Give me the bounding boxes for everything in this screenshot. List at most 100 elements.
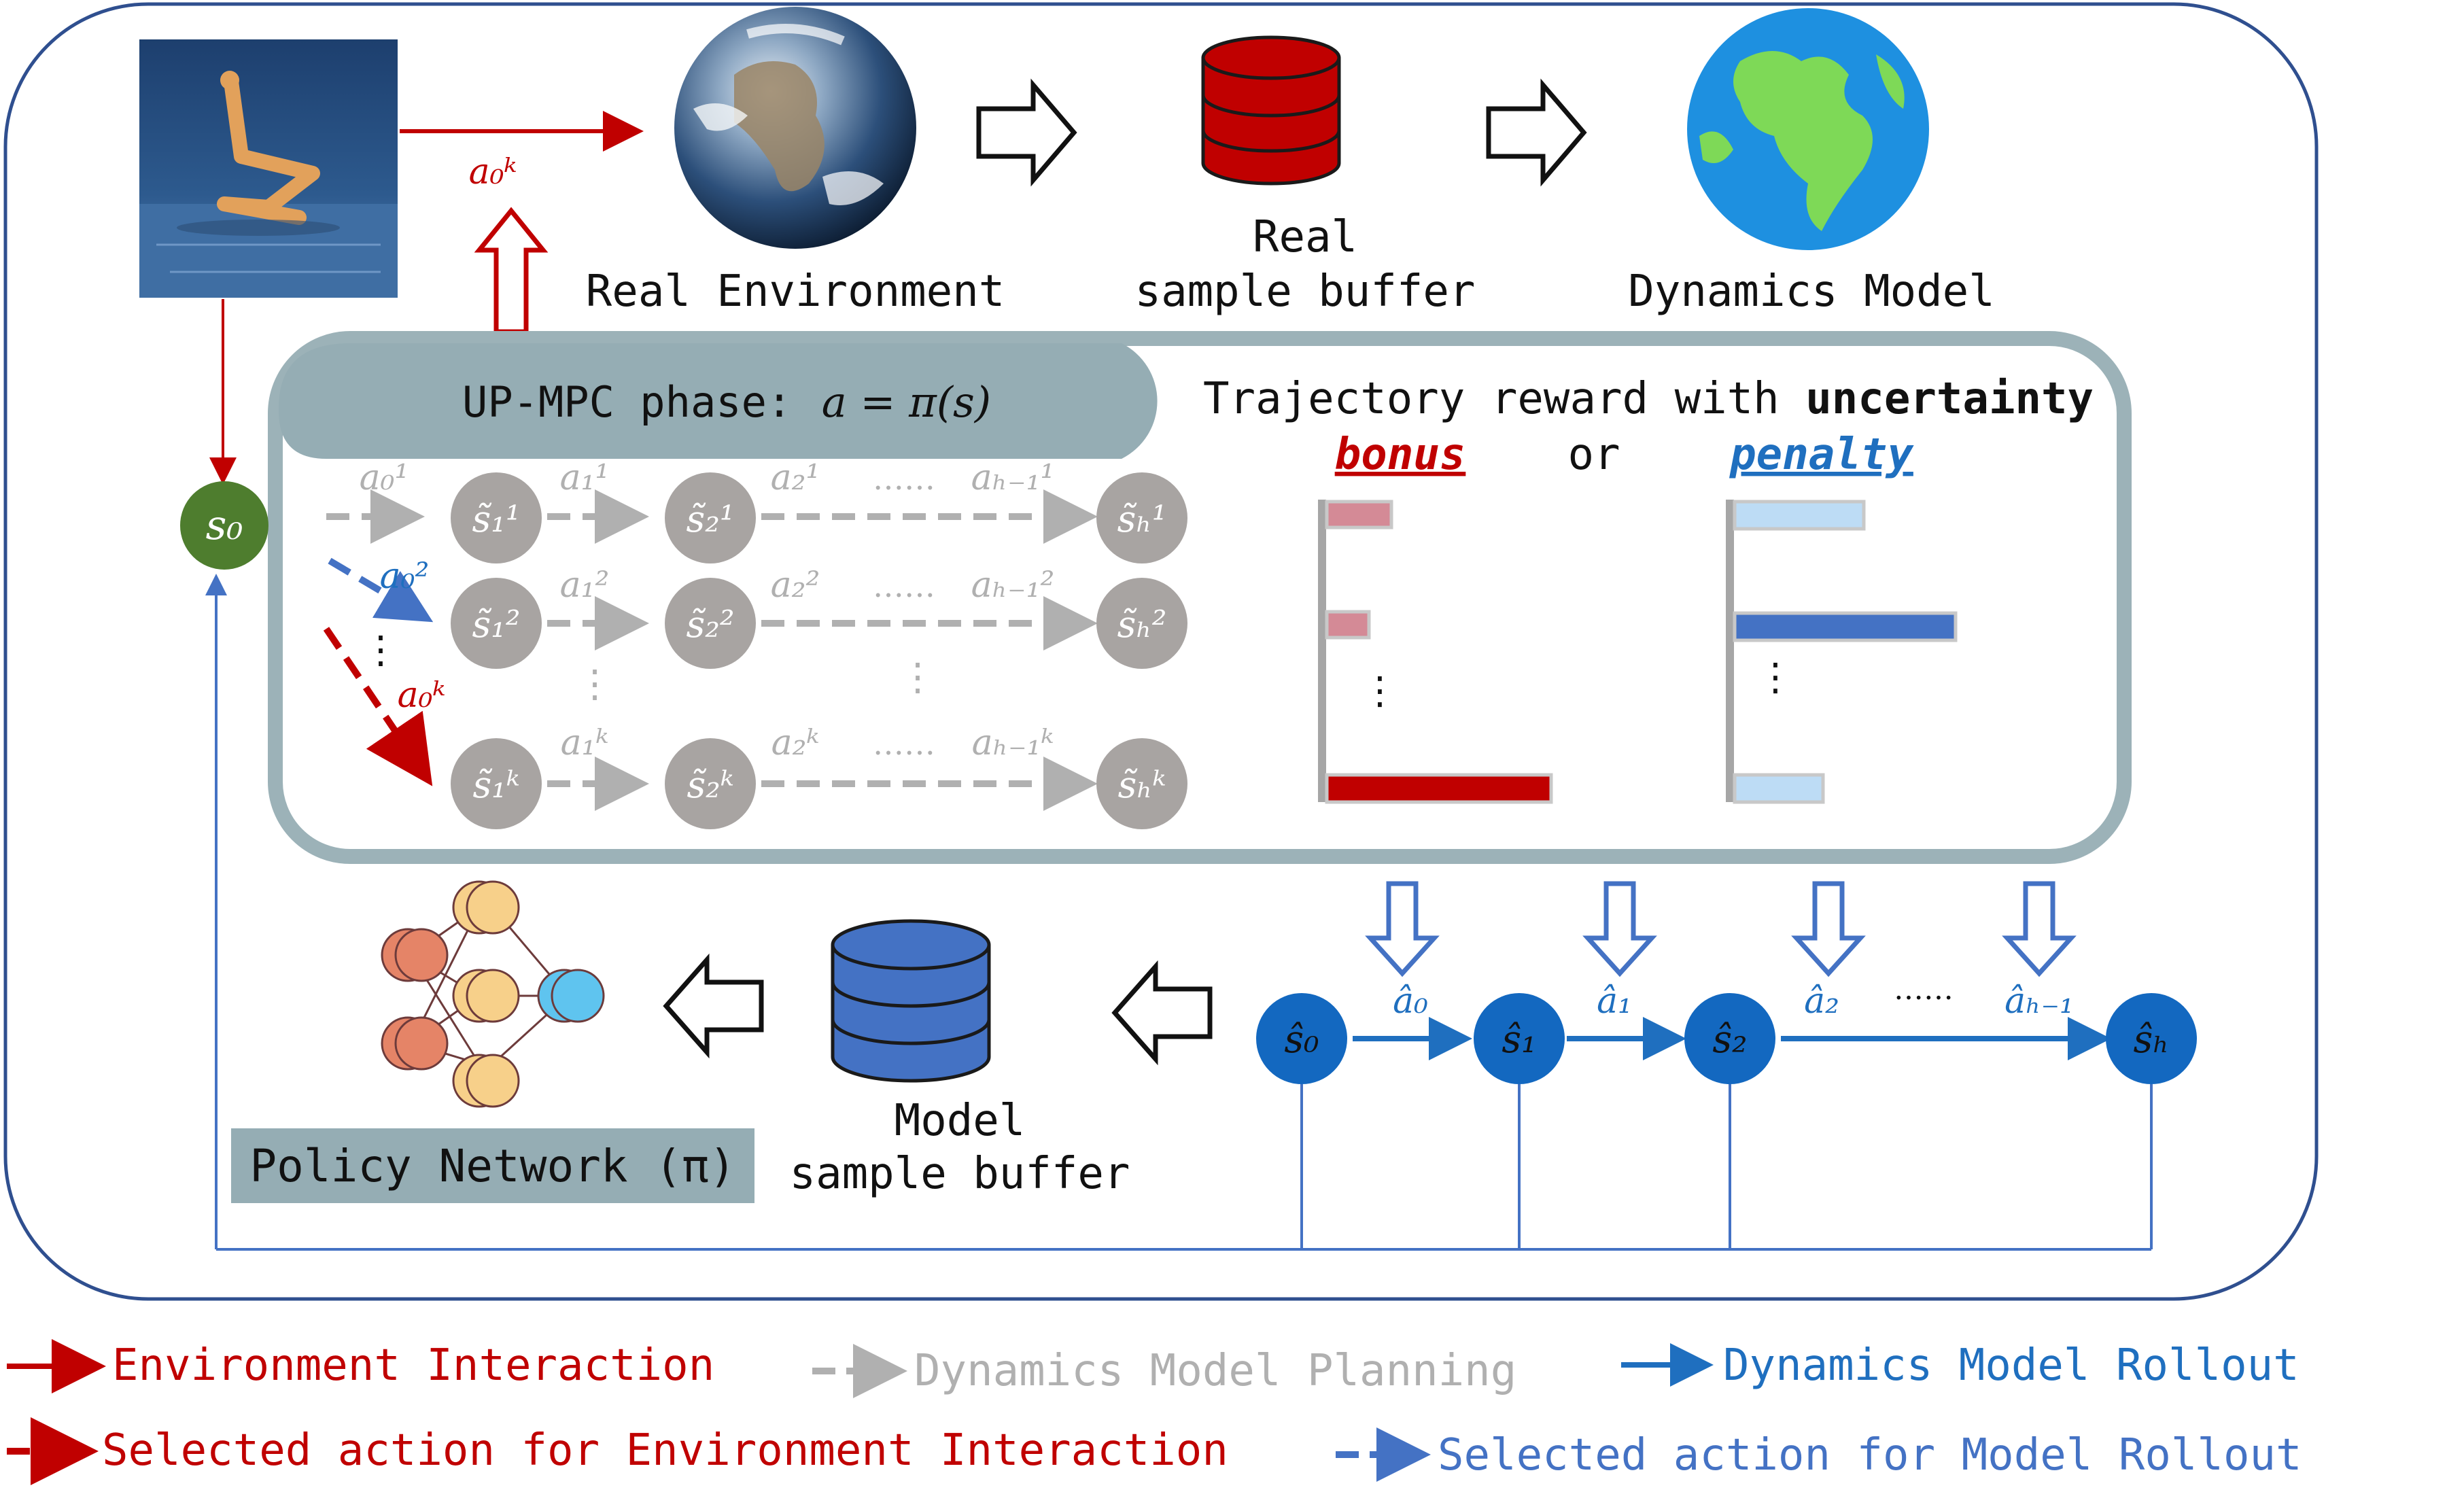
rowk-s2-node [665, 738, 756, 829]
model-buffer-label-line2: sample buffer [790, 1149, 1130, 1199]
dynamics-model-globe-icon [1687, 8, 1929, 250]
rollout-ellipsis: …… [1894, 972, 1954, 1007]
row1-ellipsis: …… [873, 460, 935, 497]
model-buffer-label-line1: Model [895, 1096, 1026, 1146]
rollout-action-0: â₀ [1393, 981, 1428, 1022]
start-state-node [180, 481, 268, 570]
row2-a2: a₂² [771, 565, 820, 606]
bonus-ellipsis: ⋮ [1361, 669, 1399, 713]
row2-s2: s̃₂² [686, 603, 734, 646]
real-environment-label: Real Environment [586, 266, 1005, 317]
rowk-ellipsis: …… [873, 725, 935, 762]
rowk-selected-arrow [323, 627, 433, 786]
row2-a1: a₁² [560, 565, 610, 606]
policy-label-box [231, 1128, 754, 1203]
rowk-s1: s̃₁ᵏ [472, 763, 519, 806]
rowk-s2: s̃₂ᵏ [687, 763, 733, 806]
hopper-robot-image [139, 39, 398, 298]
trajectory-row-2: a₀² s̃₁² a₁² s̃₂² a₂² …… aₕ₋₁² s̃ₕ² [328, 556, 1187, 669]
row1-s1: s̃₁¹ [472, 498, 520, 540]
down-arrow-2 [1791, 881, 1866, 977]
row1-s2: s̃₂¹ [686, 498, 734, 540]
real-buffer-label-line1: Real [1253, 212, 1357, 262]
rowk-sH-node [1096, 738, 1187, 829]
or-label: or [1567, 430, 1620, 480]
hollow-arrow-env-to-buffer [976, 78, 1077, 187]
legend-env-interaction: Environment Interaction [7, 1339, 714, 1393]
real-buffer-label-line2: sample buffer [1135, 266, 1476, 317]
rollout-state-H: ŝₕ [2134, 1018, 2170, 1062]
legend: Environment Interaction Dynamics Model P… [7, 1339, 2302, 1485]
rowk-s1-node [451, 738, 542, 829]
row1-s1-node [451, 472, 542, 563]
row1-a2: a₂¹ [771, 457, 820, 498]
row2-s1: s̃₁² [472, 603, 520, 646]
row2-s2-node [665, 578, 756, 669]
hollow-arrow-buffer-to-policy [663, 953, 764, 1059]
planning-panel [268, 331, 2132, 864]
reward-title: Trajectory reward with uncertainty [1203, 374, 2094, 424]
bonus-bar-2 [1325, 610, 1371, 640]
legend-selected-env-label: Selected action for Environment Interact… [102, 1425, 1228, 1476]
down-arrow-0 [1365, 881, 1440, 977]
rollout-state-0-node [1256, 993, 1347, 1084]
left-vertical-ellipsis: ⋮ [362, 628, 400, 672]
real-earth-image [674, 7, 916, 249]
legend-model-rollout-label: Dynamics Model Rollout [1723, 1340, 2300, 1391]
penalty-bar-2 [1733, 611, 1958, 642]
penalty-bar-chart: ⋮ [1726, 500, 1958, 804]
bonus-bar-3 [1325, 773, 1553, 804]
rollout-action-1: â₁ [1597, 981, 1632, 1022]
rowk-a1: a₁ᵏ [561, 723, 609, 763]
selected-action-up-arrow [474, 207, 549, 334]
outer-frame [3, 2, 2319, 1301]
hollow-arrow-rollout-to-buffer [1111, 960, 1213, 1066]
row2-selected-arrow [328, 557, 434, 623]
down-arrow-3 [2002, 881, 2077, 977]
legend-model-planning-label: Dynamics Model Planning [914, 1346, 1516, 1396]
legend-env-interaction-label: Environment Interaction [112, 1340, 714, 1391]
phase-header [279, 343, 1158, 459]
dynamics-model-label: Dynamics Model [1628, 266, 1994, 317]
policy-network-label: Policy Network (π) [249, 1140, 735, 1192]
row2-ellipsis: …… [873, 568, 935, 604]
real-buffer-database-icon [1201, 35, 1341, 186]
row2-a0: a₀² [380, 556, 430, 597]
legend-model-planning: Dynamics Model Planning [812, 1344, 1516, 1398]
rowk-a2: a₂ᵏ [771, 723, 820, 763]
trajectory-row-k: a₀ᵏ s̃₁ᵏ a₁ᵏ s̃₂ᵏ a₂ᵏ …… aₕ₋₁ᵏ s̃ₕᵏ [323, 627, 1187, 829]
row1-aH: aₕ₋₁¹ [971, 457, 1055, 498]
bonus-bar-chart: ⋮ [1318, 500, 1553, 804]
rollout-state-1-node [1474, 993, 1565, 1084]
model-rollout-chain: â₀ â₁ â₂ …… âₕ₋₁ ŝ₀ ŝ₁ ŝ₂ ŝₕ [1256, 972, 2197, 1084]
row1-sH-node [1096, 472, 1187, 563]
phase-label: UP-MPC phase: a = π(s) [462, 377, 991, 427]
middle-vertical-ellipsis-1: ⋮ [576, 662, 614, 706]
penalty-label: penalty [1729, 430, 1914, 480]
row2-aH: aₕ₋₁² [971, 565, 1055, 606]
penalty-bar-1 [1733, 500, 1866, 531]
legend-selected-model: Selected action for Model Rollout [1336, 1427, 2302, 1482]
legend-model-rollout: Dynamics Model Rollout [1621, 1340, 2300, 1391]
rowk-sH: s̃ₕᵏ [1118, 763, 1166, 806]
legend-selected-model-label: Selected action for Model Rollout [1438, 1430, 2302, 1480]
legend-selected-env: Selected action for Environment Interact… [7, 1417, 1228, 1485]
rollout-state-1: ŝ₁ [1502, 1018, 1536, 1062]
row2-sH-node [1096, 578, 1187, 669]
env-action-label: a₀ᵏ [469, 152, 517, 192]
rollout-action-2: â₂ [1804, 981, 1839, 1022]
trajectory-row-1: a₀¹ s̃₁¹ a₁¹ s̃₂¹ a₂¹ …… aₕ₋₁¹ s̃ₕ¹ [326, 457, 1187, 563]
row1-a1: a₁¹ [560, 457, 610, 498]
start-state-label: s₀ [206, 502, 243, 549]
middle-vertical-ellipsis-2: ⋮ [899, 655, 937, 699]
rollout-state-2-node [1684, 993, 1775, 1084]
rowk-aH: aₕ₋₁ᵏ [972, 723, 1054, 763]
rollout-action-3: âₕ₋₁ [2005, 981, 2074, 1022]
bonus-bar-1 [1325, 500, 1393, 530]
policy-network-icon [381, 880, 605, 1108]
rollout-action-down-arrows [1365, 881, 2077, 977]
model-buffer-database-icon [831, 919, 991, 1083]
penalty-bar-3 [1733, 773, 1825, 804]
bonus-label: bonus [1335, 430, 1466, 480]
